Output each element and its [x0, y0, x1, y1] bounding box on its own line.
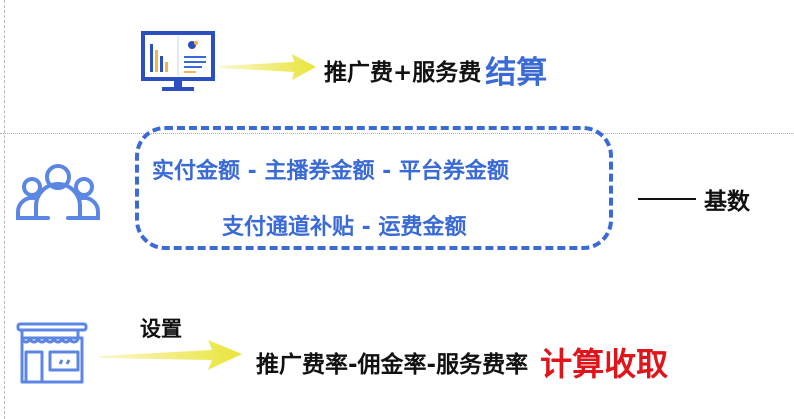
rate-row: 推广费率-佣金率-服务费率 计算收取	[256, 339, 668, 385]
formula-dashed-box	[135, 126, 613, 250]
vertical-guide-line	[4, 0, 5, 419]
base-annotation: 基数	[638, 182, 750, 216]
settlement-label: 推广费+服务费	[324, 59, 482, 86]
formula-line-1: 实付金额 - 主播券金额 - 平台券金额	[152, 159, 509, 184]
rate-highlight: 计算收取	[540, 345, 669, 383]
rate-label: 推广费率-佣金率-服务费率	[256, 352, 529, 378]
users-group-icon	[14, 160, 102, 228]
arrow-right-icon	[98, 338, 244, 376]
monitor-chart-icon	[140, 30, 216, 94]
annotation-line	[638, 198, 696, 200]
arrow-right-icon	[218, 52, 318, 86]
settlement-row: 推广费+服务费 结算	[324, 47, 547, 92]
arrow-label-setting: 设置	[140, 317, 182, 341]
horizontal-guide-line	[0, 133, 794, 134]
storefront-icon	[16, 322, 88, 388]
base-label: 基数	[704, 189, 750, 215]
formula-line-2: 支付通道补贴 - 运费金额	[222, 215, 467, 240]
settlement-highlight: 结算	[485, 55, 548, 91]
